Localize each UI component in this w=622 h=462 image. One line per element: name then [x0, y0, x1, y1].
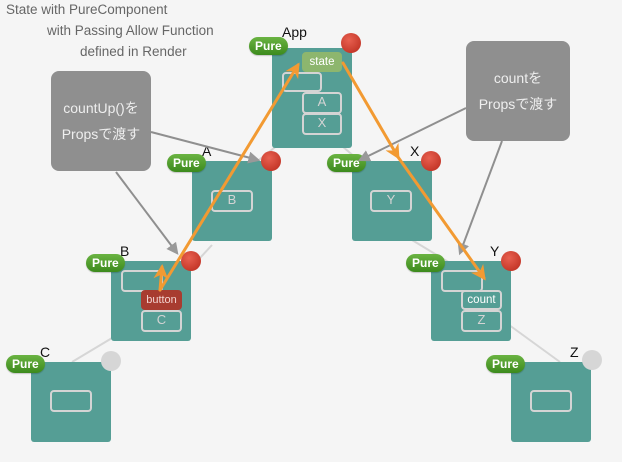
- component-x[interactable]: [352, 161, 432, 241]
- component-y-name: Y: [490, 243, 500, 259]
- note-right-pointer-x: [357, 107, 467, 162]
- child-slot-x[interactable]: X: [302, 113, 342, 135]
- child-slot-y[interactable]: Y: [370, 190, 412, 212]
- component-b-name: B: [120, 243, 130, 259]
- note-pass-count: countを Propsで渡す: [466, 41, 570, 141]
- state-slot[interactable]: state: [302, 52, 342, 72]
- render-indicator-b: [181, 251, 201, 271]
- note-right-pointer-y: [457, 140, 503, 256]
- component-z-name: Z: [570, 344, 579, 360]
- note-pass-countup-line1: countUp()を: [63, 100, 139, 116]
- connector-y-z: [504, 321, 561, 363]
- component-app-name: App: [282, 24, 307, 40]
- diagram-title-line1: State with PureComponent: [6, 2, 168, 17]
- pure-badge-x: Pure: [327, 154, 366, 172]
- callback-flow-arrow-button: [153, 264, 169, 292]
- child-slot-c[interactable]: C: [141, 310, 182, 332]
- component-c[interactable]: [31, 362, 111, 442]
- render-indicator-x: [421, 151, 441, 171]
- note-pass-countup: countUp()を Propsで渡す: [51, 71, 151, 171]
- empty-slot-app: [282, 72, 322, 92]
- empty-slot-c: [50, 390, 92, 412]
- render-indicator-z: [582, 350, 602, 370]
- count-flow-arrow-to-y: [396, 155, 486, 281]
- pure-badge-a: Pure: [167, 154, 206, 172]
- note-left-pointer-b: [115, 171, 179, 255]
- pure-badge-y: Pure: [406, 254, 445, 272]
- note-left-pointer-a: [150, 131, 261, 164]
- note-pass-count-line1: countを: [493, 70, 543, 86]
- render-indicator-app: [341, 33, 361, 53]
- render-indicator-y: [501, 251, 521, 271]
- component-x-name: X: [410, 143, 420, 159]
- diagram-title-line2: with Passing Allow Function: [47, 23, 214, 38]
- render-indicator-c: [101, 351, 121, 371]
- empty-slot-z: [530, 390, 572, 412]
- pure-badge-z: Pure: [486, 355, 525, 373]
- pure-badge-b: Pure: [86, 254, 125, 272]
- count-prop-slot[interactable]: count: [461, 290, 502, 310]
- note-pass-count-line2: Propsで渡す: [478, 96, 558, 112]
- component-c-name: C: [40, 344, 51, 360]
- diagram-title-line3: defined in Render: [80, 44, 187, 59]
- count-up-button-slot[interactable]: button: [141, 290, 182, 310]
- child-slot-b[interactable]: B: [211, 190, 253, 212]
- count-flow-arrow-to-x: [341, 61, 400, 160]
- child-slot-z[interactable]: Z: [461, 310, 502, 332]
- note-pass-countup-line2: Propsで渡す: [61, 126, 141, 142]
- pure-badge-c: Pure: [6, 355, 45, 373]
- render-indicator-a: [261, 151, 281, 171]
- component-a-name: A: [202, 143, 212, 159]
- component-z[interactable]: [511, 362, 591, 442]
- callback-flow-arrow-to-state: [158, 62, 300, 292]
- pure-badge-app: Pure: [249, 37, 288, 55]
